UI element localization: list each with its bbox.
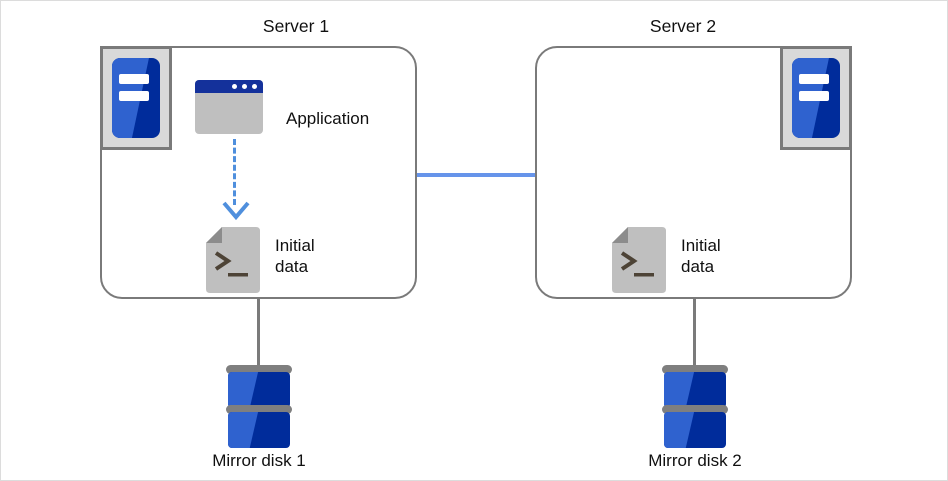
application-label: Application [286,109,370,128]
initial-data-text-2: Initial data [681,236,721,276]
server-1-icon-frame [100,46,172,150]
server-icon [792,58,840,138]
mirror-disk-1-label: Mirror disk 1 [212,451,306,470]
application-window-icon [195,80,263,134]
network-link-line [417,173,535,177]
server-1-disk-connector [257,299,260,365]
mirror-disk-1-icon [226,365,292,448]
initial-data-file-icon-1 [206,227,260,293]
dashed-down-arrow-line [233,139,236,205]
mirror-disk-2-label: Mirror disk 2 [648,451,742,470]
initial-data-label-2: Initial data [681,235,721,277]
server-1-box [100,46,417,299]
server-2-icon-frame [780,46,852,150]
dashed-down-arrow-head [220,199,252,228]
initial-data-file-icon-2 [612,227,666,293]
initial-data-label-1: Initial data [275,235,315,277]
server-1-title: Server 1 [262,16,330,36]
initial-data-text-1: Initial data [275,236,315,276]
server-2-disk-connector [693,299,696,365]
server-2-title: Server 2 [649,16,717,36]
server-2-box [535,46,852,299]
mirror-disk-2-icon [662,365,728,448]
server-icon [112,58,160,138]
